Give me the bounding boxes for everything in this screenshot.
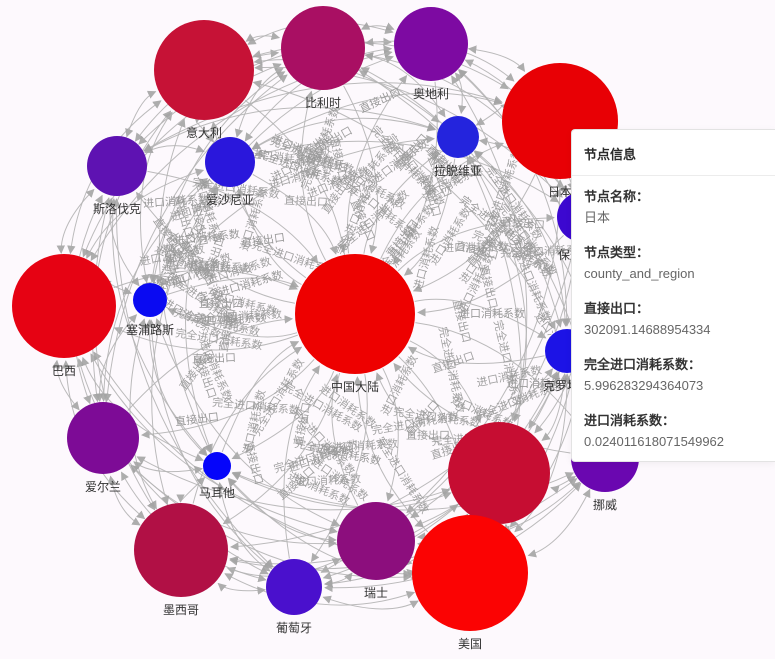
field-node-type: 节点类型： county_and_region <box>584 244 763 283</box>
field-label: 完全进口消耗系数： <box>584 357 702 372</box>
panel-title: 节点信息 <box>572 130 775 176</box>
node-label: 马耳他 <box>198 486 236 500</box>
graph-edge <box>360 22 395 31</box>
node-label: 挪威 <box>592 498 618 512</box>
node-label: 中国大陆 <box>330 380 380 394</box>
node-label: 美国 <box>457 637 483 651</box>
graph-node[interactable] <box>448 422 550 524</box>
node-label: 日本 <box>547 185 573 199</box>
field-value: 0.024011618071549962 <box>584 434 725 449</box>
graph-node[interactable] <box>154 20 254 120</box>
node-label: 巴西 <box>51 364 77 378</box>
graph-node[interactable] <box>266 559 322 615</box>
node-label: 比利时 <box>304 96 342 110</box>
field-label: 节点类型： <box>584 245 650 260</box>
node-label: 墨西哥 <box>162 603 200 617</box>
node-label: 意大利 <box>185 126 223 140</box>
field-value: county_and_region <box>584 266 695 281</box>
field-label: 直接出口： <box>584 301 650 316</box>
node-label: 爱沙尼亚 <box>205 193 255 207</box>
field-node-name: 节点名称： 日本 <box>584 188 763 227</box>
graph-edge <box>105 197 140 287</box>
field-label: 进口消耗系数： <box>584 413 676 428</box>
node-label: 斯洛伐克 <box>92 202 142 216</box>
graph-edge <box>322 595 419 610</box>
field-value: 302091.14688954334 <box>584 322 711 337</box>
node-label: 奥地利 <box>412 87 450 101</box>
field-label: 节点名称： <box>584 189 650 204</box>
graph-node[interactable] <box>87 136 147 196</box>
graph-node[interactable] <box>412 515 528 631</box>
node-label: 拉脱维亚 <box>433 164 483 178</box>
graph-node[interactable] <box>133 283 167 317</box>
graph-edge <box>324 572 353 588</box>
panel-body: 节点名称： 日本 节点类型： county_and_region 直接出口： 3… <box>572 176 775 461</box>
field-full-import-coeff: 完全进口消耗系数： 5.996283294364073 <box>584 356 763 395</box>
graph-edge <box>51 359 80 411</box>
graph-node[interactable] <box>394 7 468 81</box>
node-label: 塞浦路斯 <box>125 323 175 337</box>
graph-edge <box>217 582 266 595</box>
node-label: 瑞士 <box>363 586 389 600</box>
graph-node[interactable] <box>437 116 479 158</box>
field-value: 日本 <box>584 210 611 225</box>
graph-node[interactable] <box>203 452 231 480</box>
node-info-panel: 节点信息 节点名称： 日本 节点类型： county_and_region 直接… <box>571 129 775 462</box>
graph-edge <box>133 461 204 475</box>
graph-node[interactable] <box>12 254 116 358</box>
graph-node[interactable] <box>67 402 139 474</box>
node-label: 爱尔兰 <box>84 480 122 494</box>
field-import-coeff: 进口消耗系数： 0.024011618071549962 <box>584 412 763 451</box>
graph-node[interactable] <box>205 137 255 187</box>
graph-node[interactable] <box>337 502 415 580</box>
field-value: 5.996283294364073 <box>584 378 704 393</box>
field-direct-export: 直接出口： 302091.14688954334 <box>584 300 763 339</box>
graph-node[interactable] <box>134 503 228 597</box>
graph-node[interactable] <box>281 6 365 90</box>
graph-node-center[interactable] <box>295 254 415 374</box>
node-label: 葡萄牙 <box>275 621 313 635</box>
